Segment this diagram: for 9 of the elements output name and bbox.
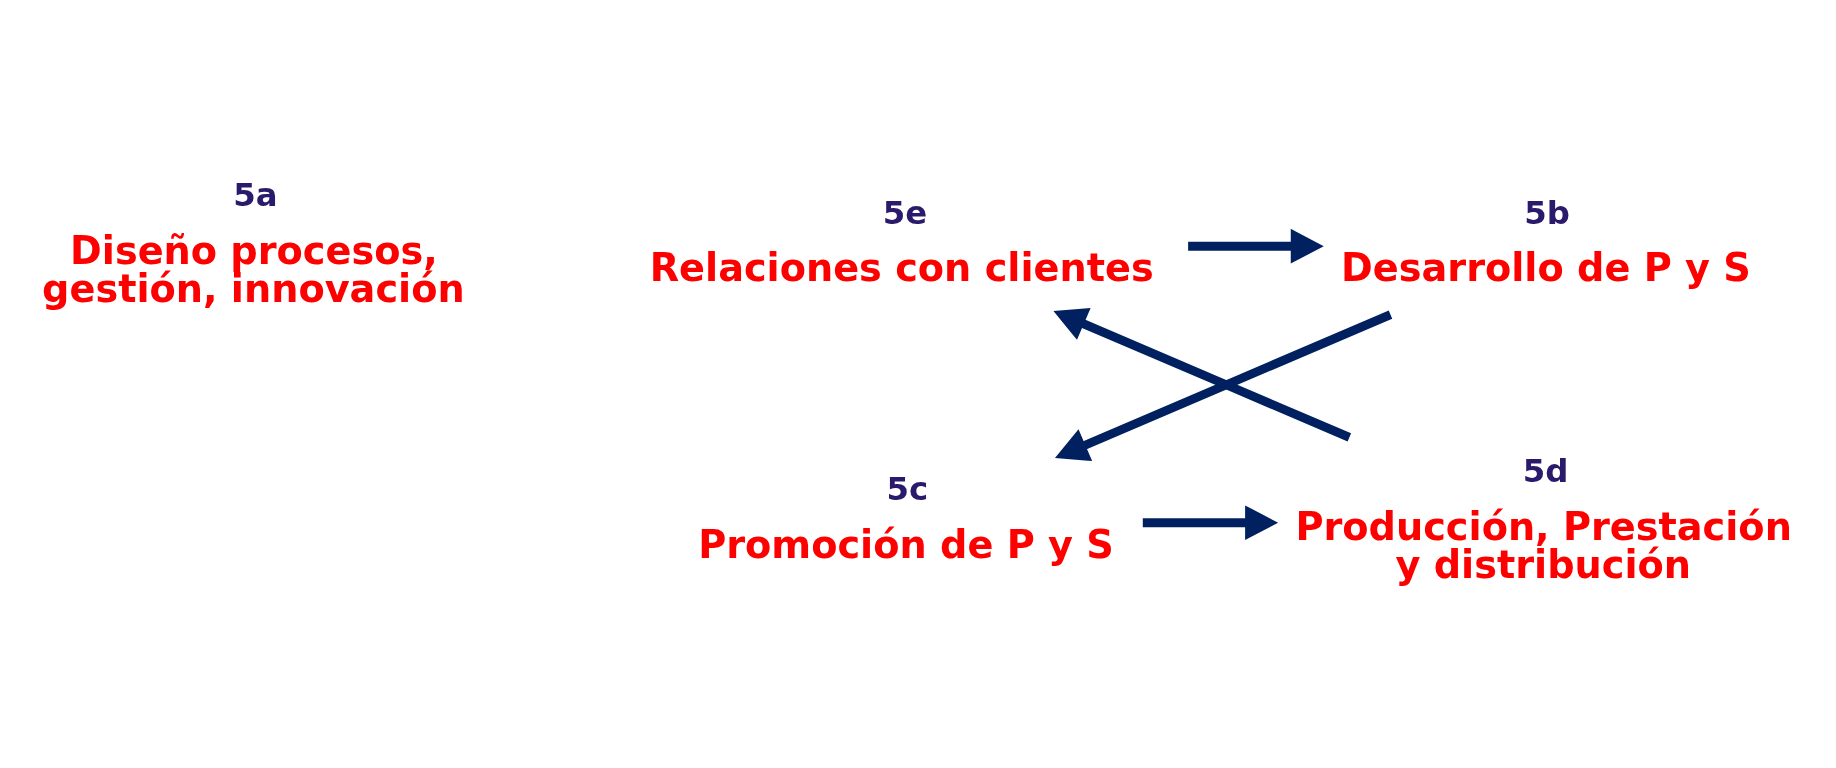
node-text: 5e Relaciones con clientes <box>649 193 1154 290</box>
arrow <box>1187 228 1324 264</box>
node-text: 5a Diseño procesos, gestión, innovación <box>41 175 465 311</box>
node-text: 5c Promoción de P y S <box>697 469 1114 567</box>
arrow <box>1052 307 1351 441</box>
arrow <box>1054 310 1392 461</box>
node-text: 5d Producción, Prestación y distribución <box>1294 451 1792 587</box>
node-text: 5b Desarrollo de P y S <box>1340 193 1751 290</box>
arrow <box>1142 504 1278 540</box>
